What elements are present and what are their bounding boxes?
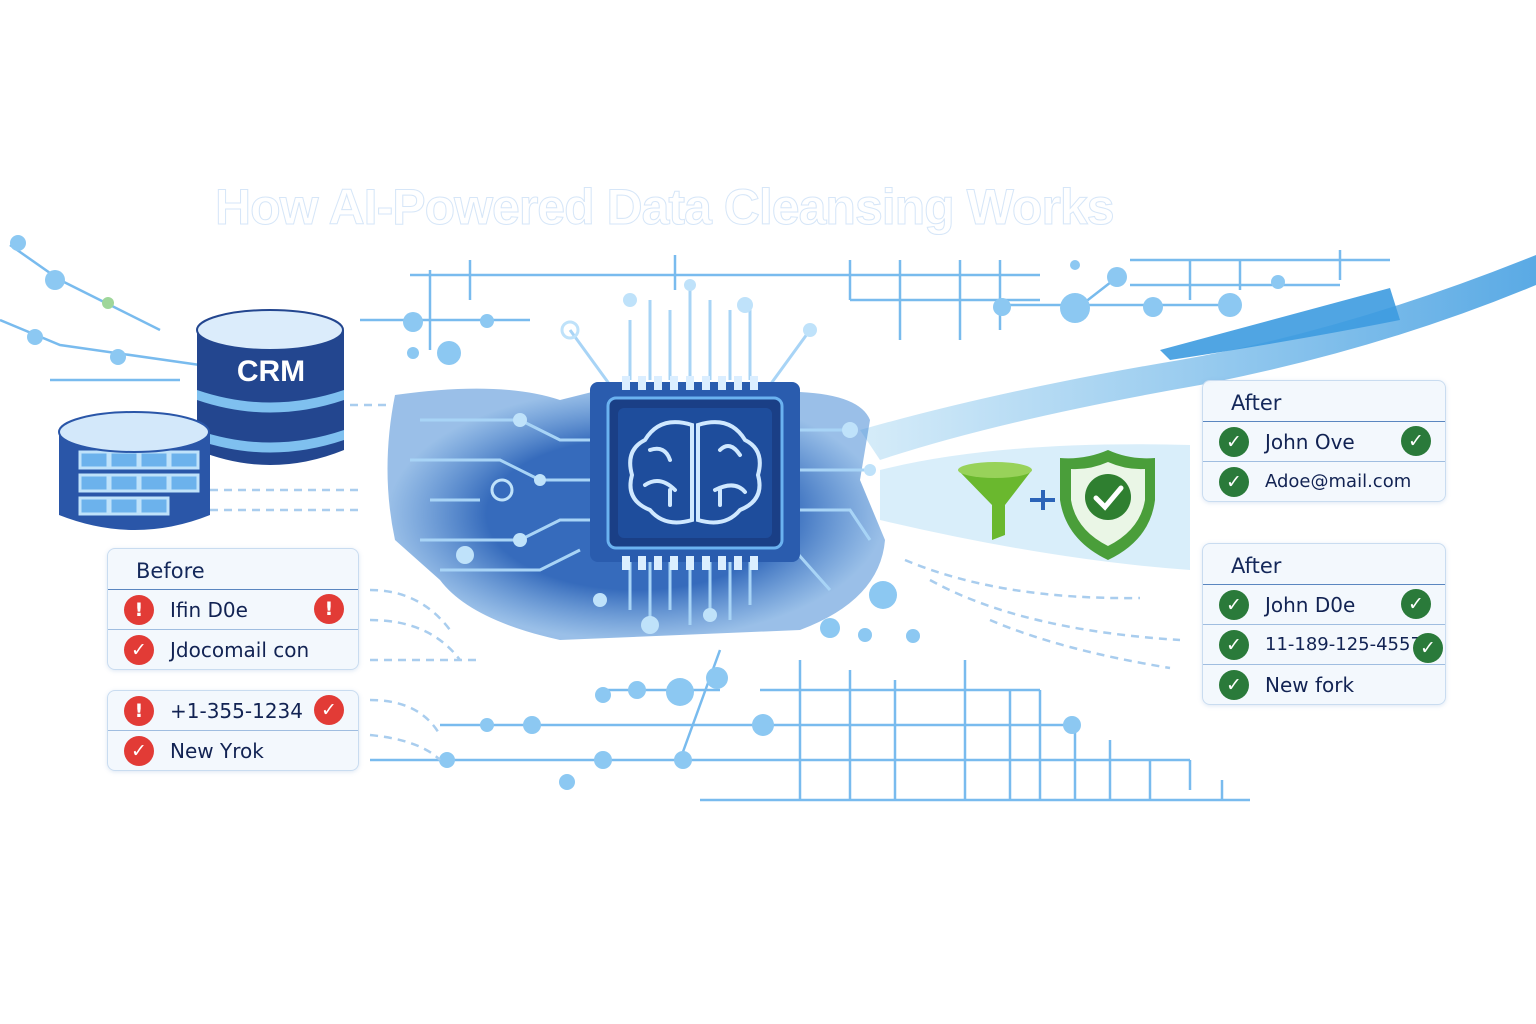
card-header: After bbox=[1203, 544, 1445, 585]
list-item: ✓ New Yrok bbox=[108, 731, 358, 770]
before-card: Before ! Ifin D0e ! ✓ Jdocomail con bbox=[107, 548, 359, 670]
after-card-2: After ✓ John D0e ✓ ✓ 11-189-125-4557 ✓ ✓… bbox=[1202, 543, 1446, 705]
field-value: Adoe@mail.com bbox=[1265, 471, 1412, 492]
crm-database-icon bbox=[196, 309, 344, 465]
ai-chip bbox=[590, 376, 800, 570]
check-icon: ✓ bbox=[1401, 426, 1431, 456]
check-icon: ✓ bbox=[1219, 466, 1249, 497]
field-value: Jdocomail con bbox=[170, 637, 310, 662]
check-icon: ✓ bbox=[314, 695, 344, 725]
circuit-nodes bbox=[10, 235, 1285, 790]
brain-icon bbox=[628, 420, 762, 525]
crm-label: CRM bbox=[237, 355, 305, 388]
list-item: ✓ John Ove ✓ bbox=[1203, 422, 1445, 462]
card-header: Before bbox=[108, 549, 358, 590]
page-title: How AI-Powered Data Cleansing Works bbox=[215, 179, 1116, 236]
list-item: ✓ Adoe@mail.com bbox=[1203, 462, 1445, 501]
alert-icon: ! bbox=[314, 594, 344, 624]
card-header: After bbox=[1203, 381, 1445, 422]
check-icon: ✓ bbox=[1219, 629, 1249, 660]
alert-icon: ! bbox=[124, 695, 154, 726]
data-flow-ribbon bbox=[860, 255, 1536, 460]
before-card-2: ! +1-355-1234 ✓ ✓ New Yrok bbox=[107, 690, 359, 771]
after-card-1: After ✓ John Ove ✓ ✓ Adoe@mail.com bbox=[1202, 380, 1446, 502]
check-icon: ✓ bbox=[1413, 633, 1443, 663]
circuit-lines bbox=[0, 243, 1390, 802]
check-icon: ✓ bbox=[1219, 669, 1249, 700]
list-item: ✓ Jdocomail con bbox=[108, 630, 358, 669]
field-value: +1-355-1234 bbox=[170, 698, 303, 723]
alert-icon: ! bbox=[124, 594, 154, 625]
check-icon: ✓ bbox=[124, 634, 154, 665]
table-database-icon bbox=[58, 411, 210, 530]
shield-check-icon bbox=[1060, 450, 1155, 560]
list-item: ! Ifin D0e ! bbox=[108, 590, 358, 630]
check-icon: ✓ bbox=[124, 735, 154, 766]
field-value: John Ove bbox=[1265, 429, 1355, 454]
list-item: ✓ 11-189-125-4557 ✓ bbox=[1203, 625, 1445, 665]
field-value: 11-189-125-4557 bbox=[1265, 634, 1422, 655]
funnel-icon bbox=[958, 462, 1055, 540]
list-item: ✓ New fork bbox=[1203, 665, 1445, 704]
check-icon: ✓ bbox=[1401, 589, 1431, 619]
check-icon: ✓ bbox=[1219, 426, 1249, 457]
field-value: Ifin D0e bbox=[170, 597, 248, 622]
field-value: New Yrok bbox=[170, 738, 264, 763]
list-item: ✓ John D0e ✓ bbox=[1203, 585, 1445, 625]
field-value: New fork bbox=[1265, 672, 1355, 697]
field-value: John D0e bbox=[1265, 592, 1356, 617]
check-icon: ✓ bbox=[1219, 589, 1249, 620]
list-item: ! +1-355-1234 ✓ bbox=[108, 691, 358, 731]
